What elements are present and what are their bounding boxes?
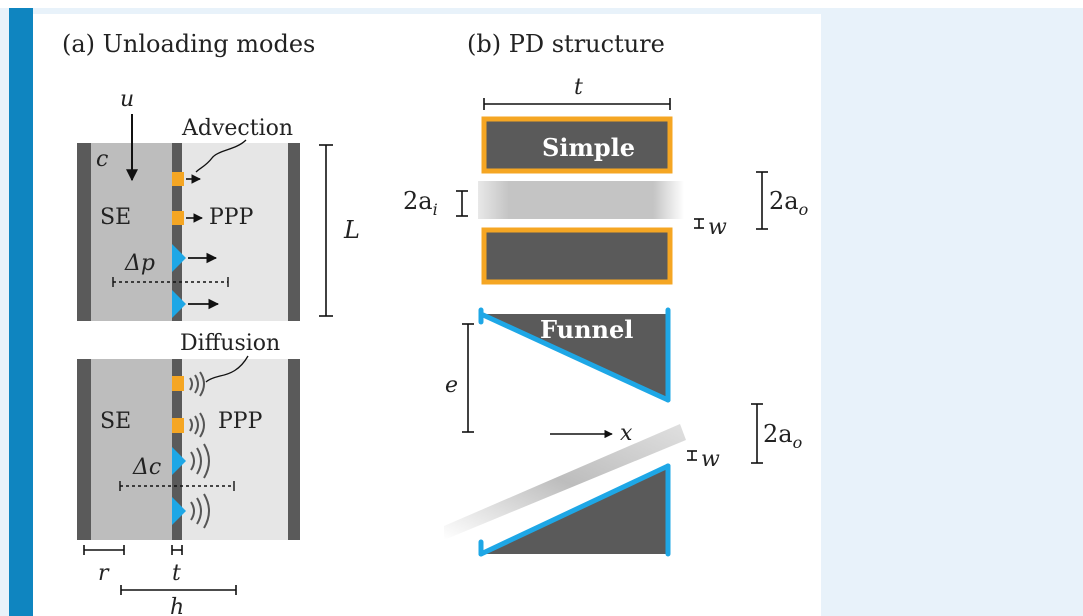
simple-pd-top-block	[481, 116, 673, 174]
advection-pointer	[195, 139, 247, 173]
accent-bar	[9, 8, 33, 616]
simple-label: Simple	[542, 133, 635, 162]
middle-wall	[172, 143, 182, 321]
concentration-drop-label: Δc	[132, 455, 161, 480]
right-wall	[288, 143, 300, 321]
t-label-a: t	[172, 561, 181, 586]
pd-simple-3	[172, 376, 184, 391]
t-label-b: t	[574, 75, 583, 100]
funnel-bottom-edge	[478, 463, 671, 557]
dimension-marks	[83, 545, 237, 595]
diffusion-block	[77, 355, 300, 540]
ao-label-funnel: 2ao	[763, 420, 802, 452]
x-label: x	[620, 421, 633, 446]
simple-pd	[456, 98, 768, 285]
ppp-label-bottom: PPP	[218, 409, 263, 434]
pd-funnel-2	[172, 290, 186, 318]
h-label: h	[170, 595, 184, 616]
pd-funnel-3	[172, 447, 186, 475]
left-wall-bottom	[77, 359, 91, 540]
pressure-drop-label: Δp	[124, 251, 155, 276]
panel-b-title: (b) PD structure	[467, 30, 665, 58]
velocity-label: u	[120, 87, 134, 112]
pd-simple-2	[172, 211, 184, 225]
se-label-top: SE	[100, 205, 131, 230]
pd-funnel-4	[172, 497, 186, 525]
ai-label: 2ai	[403, 187, 438, 219]
simple-pd-bottom-block	[481, 227, 673, 285]
pd-simple-1	[172, 172, 184, 186]
panel-a-title: (a) Unloading modes	[62, 30, 315, 58]
ppp-region-bottom	[182, 359, 288, 540]
left-wall	[77, 143, 91, 321]
w-label-funnel: w	[701, 447, 720, 472]
concentration-label: c	[96, 147, 108, 172]
w-label-simple: w	[708, 215, 727, 240]
diffusion-label: Diffusion	[180, 331, 280, 356]
funnel-pd	[444, 307, 763, 557]
middle-wall-bottom	[172, 359, 182, 540]
diffusion-pointer	[205, 355, 249, 383]
diffusion-waves	[189, 371, 210, 529]
pd-simple-4	[172, 418, 184, 433]
length-label: L	[343, 216, 360, 244]
r-label: r	[98, 561, 110, 586]
right-wall-bottom	[288, 359, 300, 540]
se-region-bottom	[91, 359, 172, 540]
se-label-bottom: SE	[100, 409, 131, 434]
funnel-channel	[444, 424, 686, 540]
e-label: e	[445, 373, 458, 398]
funnel-label: Funnel	[540, 315, 633, 344]
ao-label-simple: 2ao	[769, 187, 808, 219]
funnel-top-edge	[478, 311, 671, 403]
advection-block	[77, 114, 333, 321]
advection-label: Advection	[181, 116, 293, 141]
ppp-region	[182, 143, 288, 321]
ppp-label-top: PPP	[209, 205, 254, 230]
simple-pd-channel	[478, 181, 684, 219]
pd-funnel-1	[172, 244, 186, 272]
top-strip	[0, 0, 1083, 8]
